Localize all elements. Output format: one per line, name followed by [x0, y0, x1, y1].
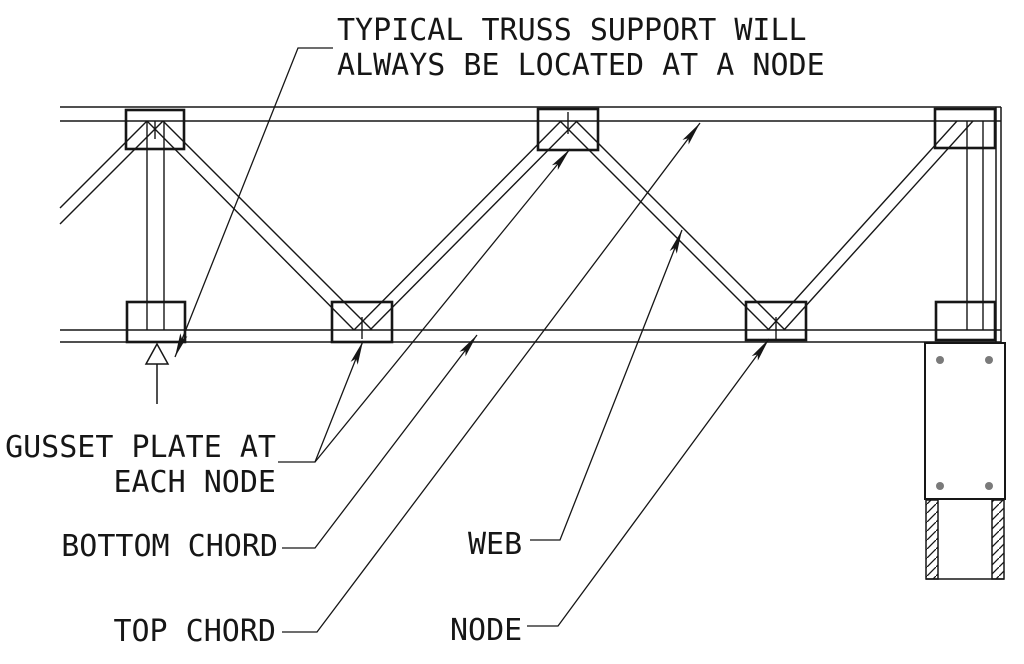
web-diagonal-2 [353, 120, 578, 331]
gusset-plate-top-1 [124, 108, 186, 151]
web-vertical-right [966, 121, 984, 330]
column-pipe-section [925, 499, 1005, 580]
web-diagonal-4 [767, 120, 974, 331]
support-column [924, 342, 1006, 580]
leader-web [530, 229, 683, 541]
web-members [59, 112, 984, 339]
gusset-plate-bottom-4 [934, 300, 997, 342]
leader-gusset-to-bottom-plate [278, 340, 364, 463]
label-bottom-chord: BOTTOM CHORD [61, 529, 278, 564]
web-vertical-left [146, 121, 165, 330]
web-diagonal-1 [146, 120, 373, 331]
pin-support-symbol [144, 342, 170, 404]
leader-bottom-chord [282, 334, 478, 549]
top-chord [60, 106, 1001, 122]
gusset-plates [124, 107, 997, 344]
label-gusset-plate-line-2: EACH NODE [113, 465, 276, 500]
leader-title-to-support [174, 47, 333, 358]
annotation-text: TYPICAL TRUSS SUPPORT WILL ALWAYS BE LOC… [5, 13, 825, 649]
leader-top-chord [282, 122, 701, 633]
gusset-plate-bottom-1 [125, 300, 187, 344]
leader-node [527, 338, 770, 627]
gusset-plate-top-3 [933, 107, 997, 150]
gusset-plate-bottom-3 [744, 300, 808, 342]
label-top-chord: TOP CHORD [113, 614, 276, 649]
label-web: WEB [468, 527, 522, 562]
title-line-2: ALWAYS BE LOCATED AT A NODE [337, 48, 825, 83]
bottom-chord [60, 329, 1001, 343]
leader-arrows [174, 47, 770, 633]
web-diagonal-3 [559, 120, 786, 331]
work-point-ticks [361, 112, 777, 339]
truss-right-end-edge [995, 107, 1002, 342]
web-diagonal-left-cut [59, 120, 164, 225]
column-base-plate [924, 342, 1006, 500]
column-bolts [936, 356, 993, 490]
title-line-1: TYPICAL TRUSS SUPPORT WILL [337, 13, 807, 48]
label-node: NODE [450, 613, 522, 648]
leader-gusset-to-top-plate [314, 148, 571, 463]
label-gusset-plate-line-1: GUSSET PLATE AT [5, 430, 276, 465]
